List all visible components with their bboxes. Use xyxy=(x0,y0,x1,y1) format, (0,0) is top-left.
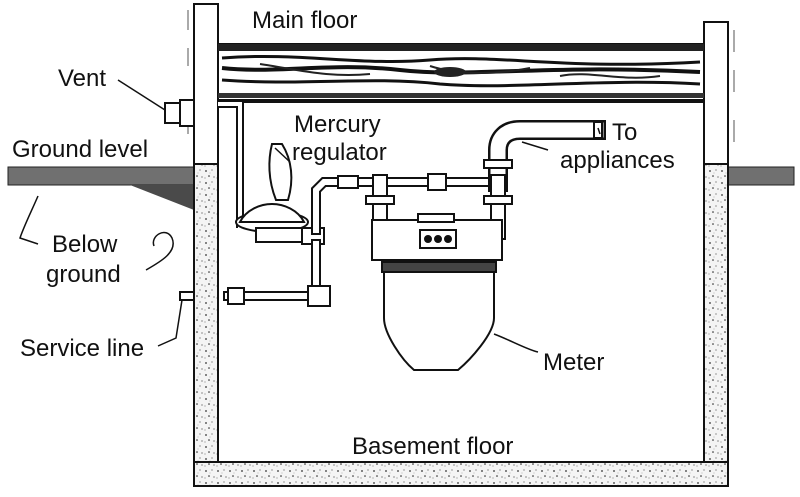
mercury-regulator xyxy=(235,143,325,245)
label-below: Below xyxy=(52,231,118,258)
label-ground-level: Ground level xyxy=(12,136,148,163)
labels: Main floor Vent Ground level Mercury reg… xyxy=(12,7,675,460)
label-ground: ground xyxy=(46,261,121,288)
label-to: To xyxy=(612,119,637,146)
foundation-walls xyxy=(193,163,729,487)
ground-level-left xyxy=(7,166,195,210)
label-vent: Vent xyxy=(58,65,106,92)
gas-meter xyxy=(371,213,503,371)
service-line-stub xyxy=(179,291,195,301)
label-service-line: Service line xyxy=(20,335,144,362)
label-regulator: regulator xyxy=(292,139,387,166)
label-meter: Meter xyxy=(543,349,604,376)
label-mercury: Mercury xyxy=(294,111,381,138)
ground-level-right xyxy=(726,166,795,186)
main-floor-joist xyxy=(217,43,705,103)
leader-lines xyxy=(19,79,601,353)
pipe-fittings xyxy=(227,121,603,307)
label-main-floor: Main floor xyxy=(252,7,357,34)
wall-studs xyxy=(193,3,729,165)
label-appliances: appliances xyxy=(560,147,675,174)
label-basement-floor: Basement floor xyxy=(352,433,513,460)
vent-fitting xyxy=(164,99,244,228)
